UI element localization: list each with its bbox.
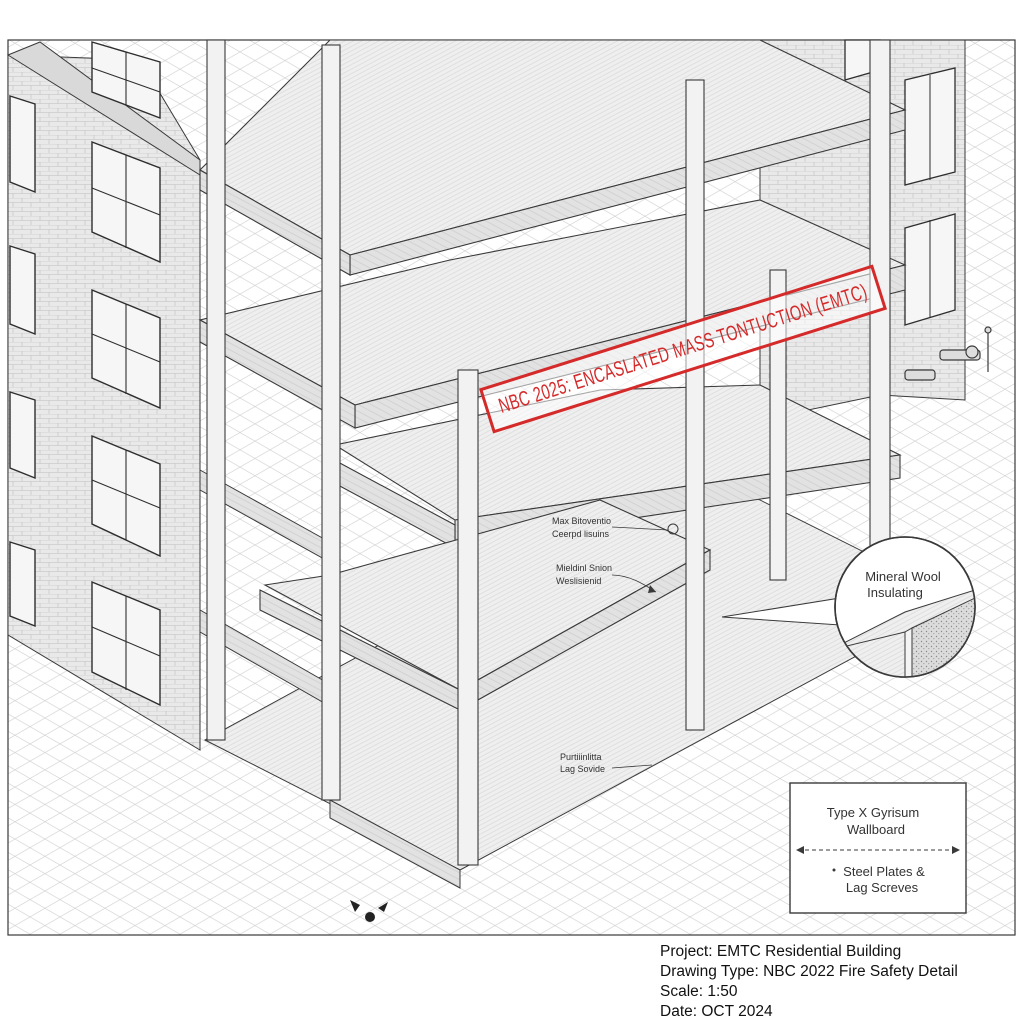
timber-columns: [206, 39, 891, 866]
legend-item2-line2: Lag Screves: [846, 880, 919, 895]
drawing-scale: Scale: 1:50: [660, 983, 738, 1000]
floor-level-4: [199, 39, 907, 276]
annotation-floor-2: Mieldinl Snion Weslisienid: [556, 563, 657, 593]
annotation-ground-line1: Purtiiinlitta: [560, 752, 602, 762]
north-marker: [350, 900, 388, 922]
annotation-floor-1: Max Bitoventio Ceerpd lisuins: [552, 516, 679, 539]
material-legend: Type X Gyrisum Wallboard Steel Plates & …: [789, 782, 967, 914]
annotation-ground: Purtiiinlitta Lag Sovide: [560, 752, 653, 774]
left-brick-building: [6, 41, 201, 751]
drawing-date: Date: OCT 2024: [660, 1003, 773, 1020]
callout-line2: Insulating: [867, 585, 923, 600]
annotation-floor-2-line1: Mieldinl Snion: [556, 563, 612, 573]
annotation-ground-line2: Lag Sovide: [560, 764, 605, 774]
legend-item1-line1: Type X Gyrisum: [827, 805, 919, 820]
legend-item2-line1: Steel Plates &: [843, 864, 925, 879]
floor-level-1: [199, 499, 712, 713]
callout-line1: Mineral Wool: [865, 569, 941, 584]
annotation-floor-1-line2: Ceerpd lisuins: [552, 529, 610, 539]
project-name: Project: EMTC Residential Building: [660, 943, 902, 960]
annotation-floor-1-line1: Max Bitoventio: [552, 516, 611, 526]
drawing-type: Drawing Type: NBC 2022 Fire Safety Detai…: [660, 963, 958, 980]
legend-item1-line2: Wallboard: [847, 822, 905, 837]
title-block: Project: EMTC Residential Building Drawi…: [660, 942, 1020, 1022]
annotation-floor-2-line2: Weslisienid: [556, 576, 601, 586]
